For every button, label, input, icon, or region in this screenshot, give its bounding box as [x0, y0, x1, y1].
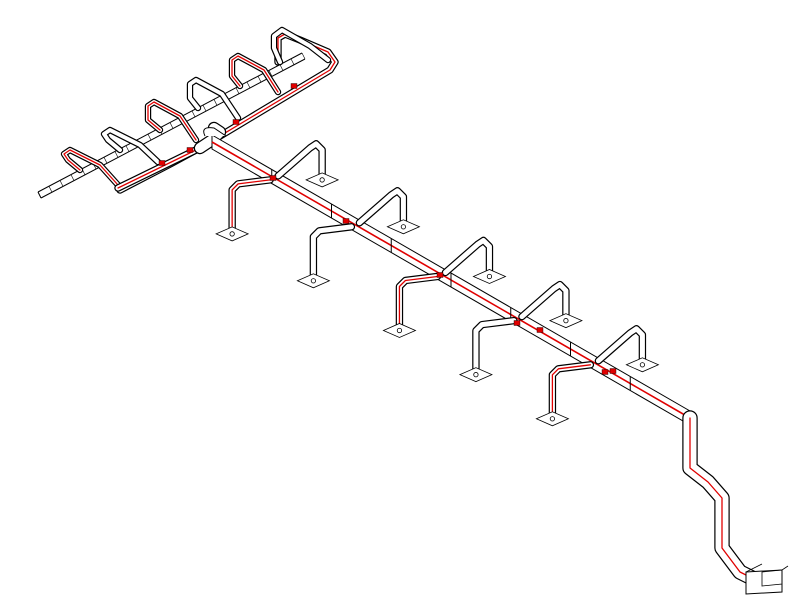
rail-tick	[279, 64, 284, 71]
manifold-hoop	[144, 98, 200, 144]
drop-branch-right	[274, 140, 326, 180]
drop-branch-left	[548, 361, 595, 419]
drop-branch-right	[355, 187, 408, 227]
manifold-hoop	[186, 76, 242, 122]
terminal-box-face	[761, 569, 783, 587]
drop-branch-left	[309, 223, 356, 281]
diffuser-outlet	[473, 372, 479, 378]
trunk-start-elbow	[203, 127, 227, 137]
end-riser-duct	[682, 410, 789, 595]
trunk-body	[203, 127, 691, 426]
diffuser-outlet	[319, 177, 325, 183]
rail-tick	[268, 70, 273, 77]
diffuser-outlet	[310, 278, 316, 284]
joint-marker	[186, 147, 194, 153]
joint-marker	[513, 320, 521, 326]
diffuser-outlet	[486, 273, 493, 280]
manifold-main-run	[116, 30, 339, 194]
rail-tick	[114, 151, 119, 158]
rail-tick	[125, 145, 130, 152]
joint-marker	[601, 369, 609, 375]
joint-marker	[269, 175, 277, 181]
drop-branch-left	[228, 176, 274, 234]
terminal-box-edge	[781, 565, 789, 571]
drop-branch-right	[441, 236, 494, 277]
rail-tick	[169, 122, 174, 129]
diffuser-outlet	[563, 318, 569, 324]
riser-duct	[682, 410, 760, 586]
joint-marker	[290, 83, 298, 89]
manifold-hoop	[100, 126, 162, 166]
rail-tick	[59, 180, 64, 187]
diffuser-outlet	[229, 231, 235, 237]
rail-tick	[37, 191, 42, 199]
drop-branch-right	[594, 325, 647, 365]
drop-branch-left	[395, 272, 442, 331]
diffuser-outlet	[639, 362, 646, 368]
terminal-box	[745, 569, 783, 595]
joint-marker	[609, 368, 617, 374]
joint-marker	[232, 119, 240, 125]
rail-tick	[213, 99, 218, 106]
drop-branch-left	[472, 316, 518, 375]
manifold-hoop	[270, 26, 332, 66]
main-trunk-duct	[203, 127, 691, 426]
manifold-hoop	[228, 52, 282, 96]
rail-tick	[301, 52, 306, 60]
joint-markers	[158, 83, 617, 375]
joint-marker	[536, 327, 544, 333]
diffuser-outlet	[549, 416, 556, 422]
drop-branch-right	[518, 280, 570, 321]
joint-marker	[342, 218, 350, 224]
drop-branches	[215, 140, 660, 427]
terminal-box-edge	[745, 563, 763, 573]
rail-tick	[191, 110, 196, 118]
manifold-connector	[114, 144, 204, 192]
diffuser-outlet	[400, 224, 406, 230]
rail-tick	[147, 133, 152, 141]
rail-tick	[235, 87, 240, 94]
joint-marker	[436, 272, 444, 278]
rail-tick	[202, 104, 207, 112]
rail-tick	[246, 81, 251, 89]
rail-tick	[257, 76, 262, 83]
rail-tick	[70, 174, 75, 181]
rail-tick	[48, 186, 53, 193]
rail-tick	[103, 157, 108, 164]
rail-tick	[290, 58, 295, 65]
diffuser-outlet	[396, 327, 403, 334]
manifold-hoop	[60, 146, 122, 189]
joint-marker	[158, 160, 166, 166]
